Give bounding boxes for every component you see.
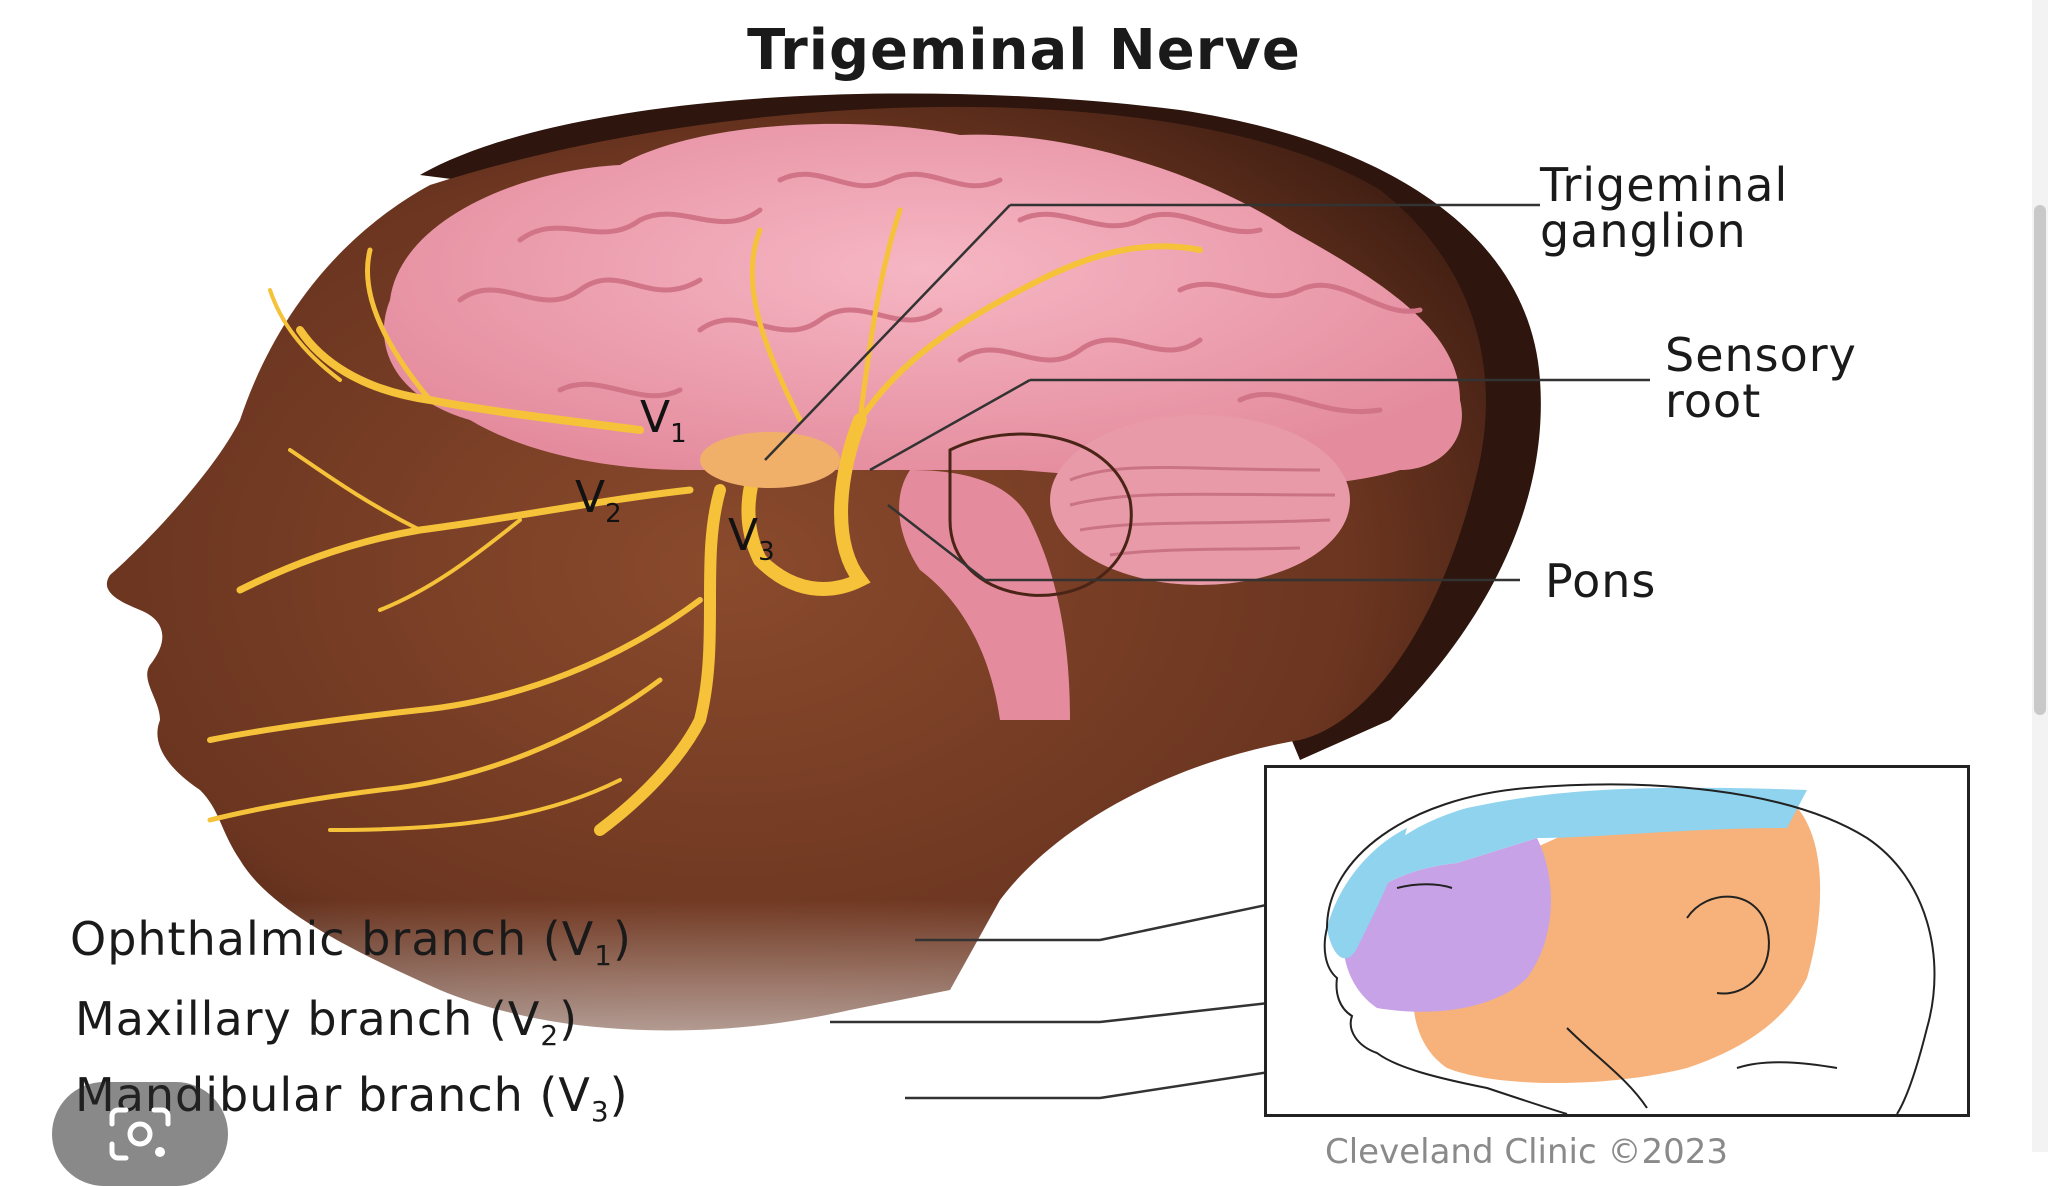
lens-button[interactable] — [52, 1082, 228, 1186]
label-trigeminal-ganglion-line1: Trigeminal — [1540, 158, 1789, 212]
label-maxillary-branch: Maxillary branch (V2) — [75, 996, 578, 1050]
label-sensory-root-line1: Sensory — [1665, 328, 1857, 382]
ophthalmic-branch-text: Ophthalmic branch (V — [70, 912, 595, 966]
brain-folds — [457, 171, 1423, 414]
dermatome-head — [1323, 783, 1936, 1115]
label-sensory-root: Sensory root — [1665, 332, 1857, 424]
label-trigeminal-ganglion-line2: ganglion — [1540, 204, 1747, 258]
maxillary-branch-sub: 2 — [540, 1019, 560, 1053]
marker-v1: V1 — [640, 392, 687, 449]
label-sensory-root-line2: root — [1665, 374, 1762, 428]
label-ophthalmic-branch: Ophthalmic branch (V1) — [70, 916, 632, 970]
google-lens-icon — [109, 1107, 171, 1161]
marker-v3-sub: 3 — [758, 536, 775, 567]
scrollbar-track[interactable] — [2032, 0, 2048, 1152]
mandibular-branch-sub: 3 — [590, 1095, 610, 1129]
ophthalmic-branch-sub: 1 — [594, 939, 613, 973]
mandibular-branch-close: ) — [609, 1068, 629, 1122]
diagram-title: Trigeminal Nerve — [747, 18, 1301, 83]
marker-v2-sub: 2 — [605, 498, 622, 529]
marker-v3: V3 — [728, 510, 775, 567]
dermatome-inset — [1264, 765, 1970, 1117]
maxillary-branch-text: Maxillary branch (V — [75, 992, 541, 1046]
trigeminal-ganglion-shape — [700, 432, 840, 488]
marker-v1-sub: 1 — [670, 418, 687, 449]
scrollbar-thumb[interactable] — [2034, 205, 2046, 715]
ophthalmic-branch-close: ) — [613, 912, 632, 966]
marker-v2-letter: V — [575, 472, 606, 523]
marker-v3-letter: V — [728, 510, 759, 561]
label-trigeminal-ganglion: Trigeminal ganglion — [1540, 162, 1788, 254]
marker-v1-letter: V — [640, 392, 671, 443]
nerve-branches — [207, 207, 1203, 836]
watermark-credit: Cleveland Clinic ©2023 — [1325, 1132, 1729, 1172]
anatomy-illustration — [0, 93, 1650, 1152]
brainstem — [899, 470, 1070, 720]
maxillary-branch-close: ) — [559, 992, 579, 1046]
marker-v2: V2 — [575, 472, 622, 529]
label-pons: Pons — [1545, 554, 1657, 608]
